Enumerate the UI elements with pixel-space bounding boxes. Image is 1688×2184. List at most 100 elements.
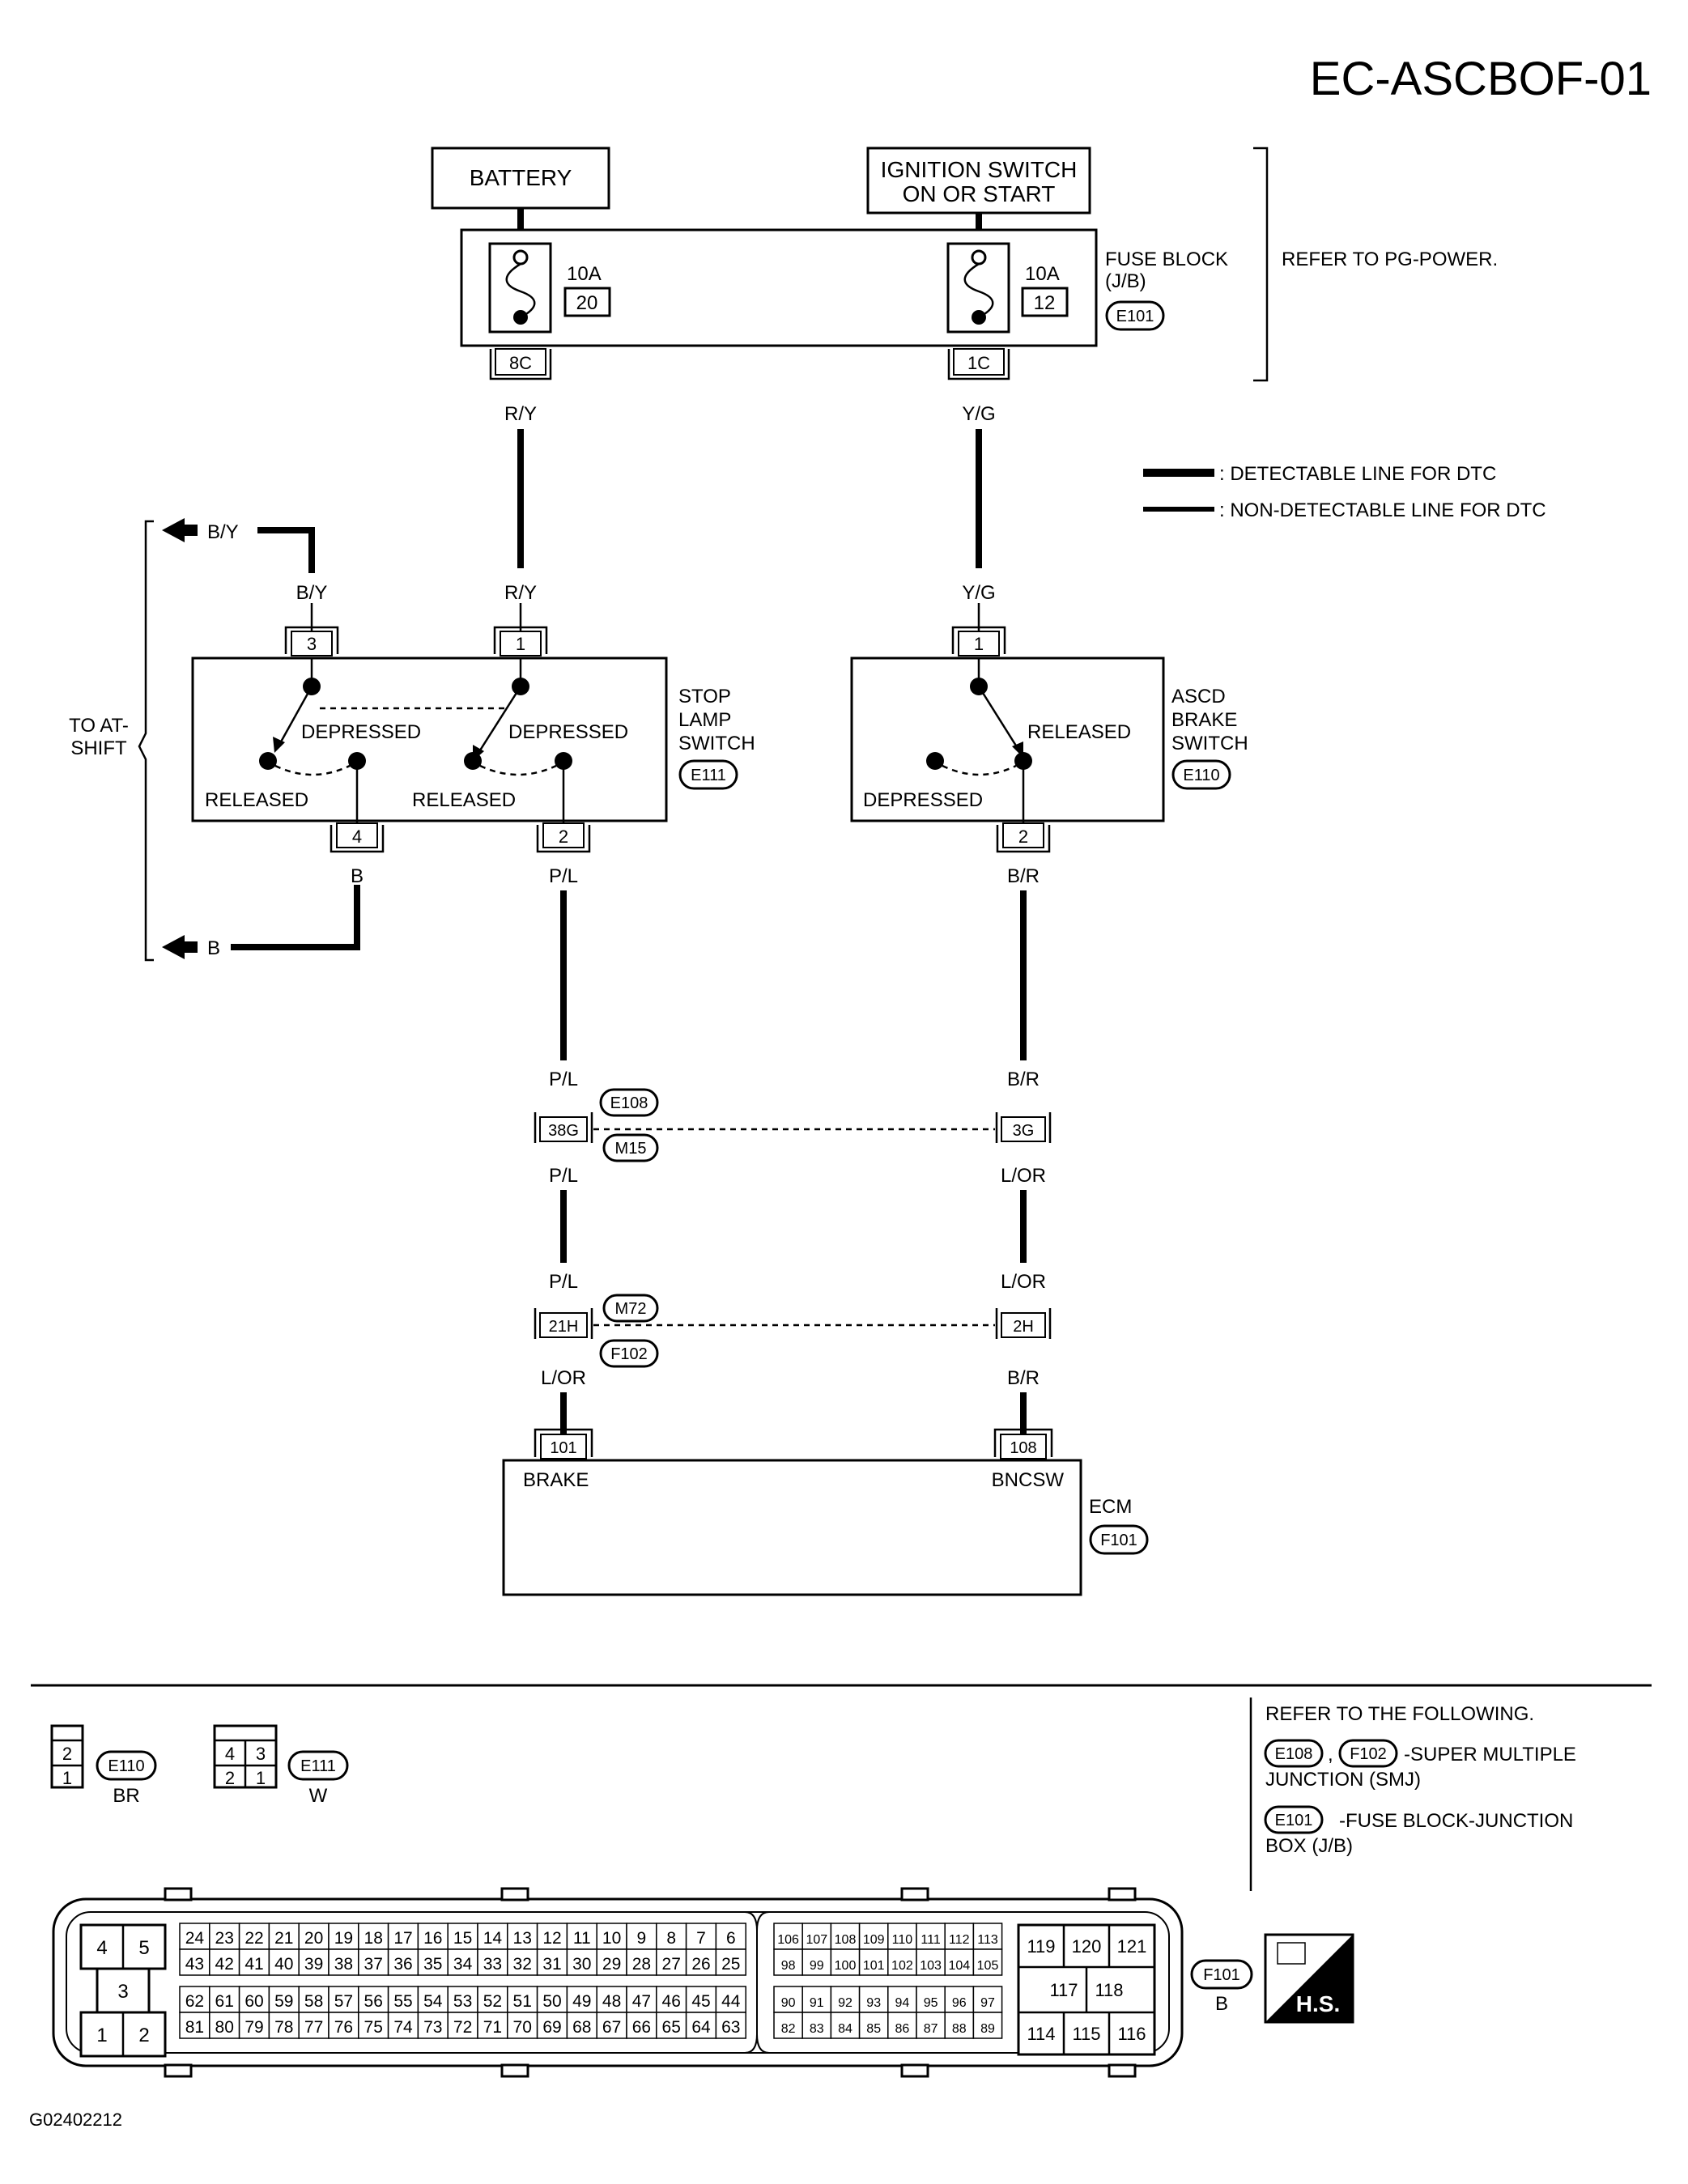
ecm-face-pin-112: 112 — [949, 1933, 970, 1947]
ecm-face-pin-61: 61 — [215, 1992, 234, 2011]
ecm-face-pin-90: 90 — [781, 1996, 796, 2010]
ecm-face-pin-cell — [358, 1986, 389, 2013]
refer-bracket — [1253, 147, 1269, 382]
refer-f102: F102 — [1350, 1745, 1387, 1763]
ecm-face-pin-25: 25 — [721, 1955, 740, 1974]
stop-lamp-contact-arm-right — [477, 686, 522, 754]
fuse-block-refer: REFER TO PG-POWER. — [1282, 249, 1498, 270]
ecm-face-pin-4: 4 — [96, 1937, 107, 1959]
ecm-face-pin-cell — [209, 1923, 240, 1950]
joint-38g-housing — [534, 1112, 593, 1143]
wire-color-b-arrow: B — [207, 937, 220, 959]
ecm-face-pin-cell — [944, 1923, 975, 1950]
ecm-face-pin-cell — [715, 1986, 746, 2013]
ecm-face-pin-76: 76 — [334, 2018, 353, 2037]
e108-connector-badge — [599, 1088, 659, 1117]
ecm-face-pin-82: 82 — [781, 2022, 796, 2036]
ecm-face-pin-37: 37 — [364, 1955, 383, 1974]
ecm-face-pin-91: 91 — [810, 1996, 824, 2010]
ascd-travel — [942, 764, 1017, 776]
e111-face-pin-4: 4 — [225, 1744, 235, 1764]
terminal-1c-label: 1C — [967, 353, 990, 373]
arrow-by-icon — [162, 518, 198, 542]
ecm-face-pin-83: 83 — [810, 2022, 824, 2036]
ecm-face-pin-cell — [656, 2012, 687, 2039]
ascd-contact-a — [926, 752, 944, 770]
ecm-face-pin-1: 1 — [96, 2025, 107, 2046]
e111-face-connector: E111 — [300, 1757, 336, 1775]
ecm-face-pin-cell — [858, 1986, 889, 2013]
ecm-face-pin-cell — [179, 2012, 210, 2039]
ecm-face-pin-cell — [298, 2012, 330, 2039]
ecm-face-pin-20: 20 — [304, 1929, 323, 1948]
ecm-face-pin-cell — [536, 1948, 568, 1976]
ecm-face-pin-108: 108 — [835, 1933, 857, 1947]
ecm-face-pin-cell — [858, 1948, 889, 1976]
ecm-face-pin-cell — [972, 1948, 1003, 1976]
stop-lamp-contact-left-a — [259, 752, 277, 770]
ecm-face-pin-39: 39 — [304, 1955, 323, 1974]
fuse-block-connector: E101 — [1116, 308, 1154, 325]
stop-lamp-released-left: RELEASED — [205, 789, 308, 811]
wire-color-lor-m15: L/OR — [1001, 1165, 1046, 1187]
ecm-face-pin-cell — [596, 1948, 627, 1976]
ascd-contact-arm — [977, 686, 1020, 750]
ecm-face-pin-cell — [685, 1948, 717, 1976]
battery-label: BATTERY — [470, 165, 572, 190]
legend-non-detectable: : NON-DETECTABLE LINE FOR DTC — [1219, 499, 1546, 521]
ecm-face-pin-111: 111 — [921, 1933, 940, 1947]
ecm-face-pin-97: 97 — [980, 1996, 995, 2010]
refer-smj-line1: -SUPER MULTIPLE — [1404, 1744, 1576, 1765]
ecm-face-pin-cell — [268, 2012, 300, 2039]
ecm-face-pin-77: 77 — [304, 2018, 323, 2037]
ecm-face-pin-cell — [536, 1923, 568, 1950]
wire-color-by-arrow: B/Y — [207, 521, 239, 543]
ascd-connector-badge — [1171, 759, 1231, 790]
wire-color-pl-e108: P/L — [549, 1069, 578, 1090]
ecm-face-pin-cell — [268, 1923, 300, 1950]
wire-b — [231, 885, 360, 950]
ecm-face-pin-80: 80 — [215, 2018, 234, 2037]
e110-face-color: BR — [113, 1785, 139, 1807]
ecm-face-pin-46: 46 — [662, 1992, 681, 2011]
ecm-face-pin-109: 109 — [863, 1933, 885, 1947]
stop-lamp-pin-4-housing — [330, 825, 385, 853]
ecm-face-pin-70: 70 — [513, 2018, 532, 2037]
wire-color-pl-m15: P/L — [549, 1165, 578, 1187]
ecm-face-pin-cell — [801, 1923, 832, 1950]
hs-connector-icon: H.S. — [1264, 1933, 1354, 2024]
ascd-depressed: DEPRESSED — [863, 789, 983, 811]
ecm-face-pin-10: 10 — [602, 1929, 621, 1948]
f102-connector: F102 — [610, 1345, 648, 1363]
ecm-face-pin-73: 73 — [423, 2018, 442, 2037]
ecm-face-pin-cell — [887, 2012, 917, 2039]
stop-lamp-label-line2: LAMP — [678, 709, 731, 731]
fuse-left-number-box — [563, 287, 611, 317]
ecm-face-pin-6: 6 — [726, 1929, 736, 1948]
joint-3g-housing — [995, 1112, 1052, 1143]
ecm-bncsw-label: BNCSW — [992, 1469, 1065, 1491]
ecm-face-pin-120: 120 — [1072, 1936, 1102, 1957]
ascd-pin-2-housing — [996, 825, 1051, 853]
ecm-face-pin-15: 15 — [453, 1929, 472, 1948]
joint-38g-label: 38G — [548, 1122, 579, 1140]
m72-connector: M72 — [615, 1300, 647, 1318]
terminal-8c — [495, 348, 546, 376]
joint-21h-label: 21H — [549, 1318, 579, 1336]
ecm-face-pin-cell — [944, 1986, 975, 2013]
ecm-face-pin-86: 86 — [895, 2022, 910, 2036]
ecm-brake-label: BRAKE — [523, 1469, 589, 1491]
ecm-face-pin-60: 60 — [244, 1992, 263, 2011]
ecm-face-pin-cell — [179, 1948, 210, 1976]
e110-face-connector: E110 — [108, 1757, 144, 1775]
ecm-face-pin-55: 55 — [393, 1992, 412, 2011]
ecm-face-pin-102: 102 — [891, 1959, 913, 1973]
ecm-label: ECM — [1089, 1496, 1132, 1518]
fuse-right-bottom-terminal — [972, 310, 986, 325]
ecm-face-pin-99: 99 — [810, 1959, 824, 1973]
ecm-box — [502, 1459, 1082, 1596]
ascd-pin-1-label: 1 — [974, 634, 984, 654]
ascd-released: RELEASED — [1027, 721, 1131, 743]
e111-face-badge — [287, 1750, 349, 1781]
ecm-face-pin-cell — [596, 1986, 627, 2013]
